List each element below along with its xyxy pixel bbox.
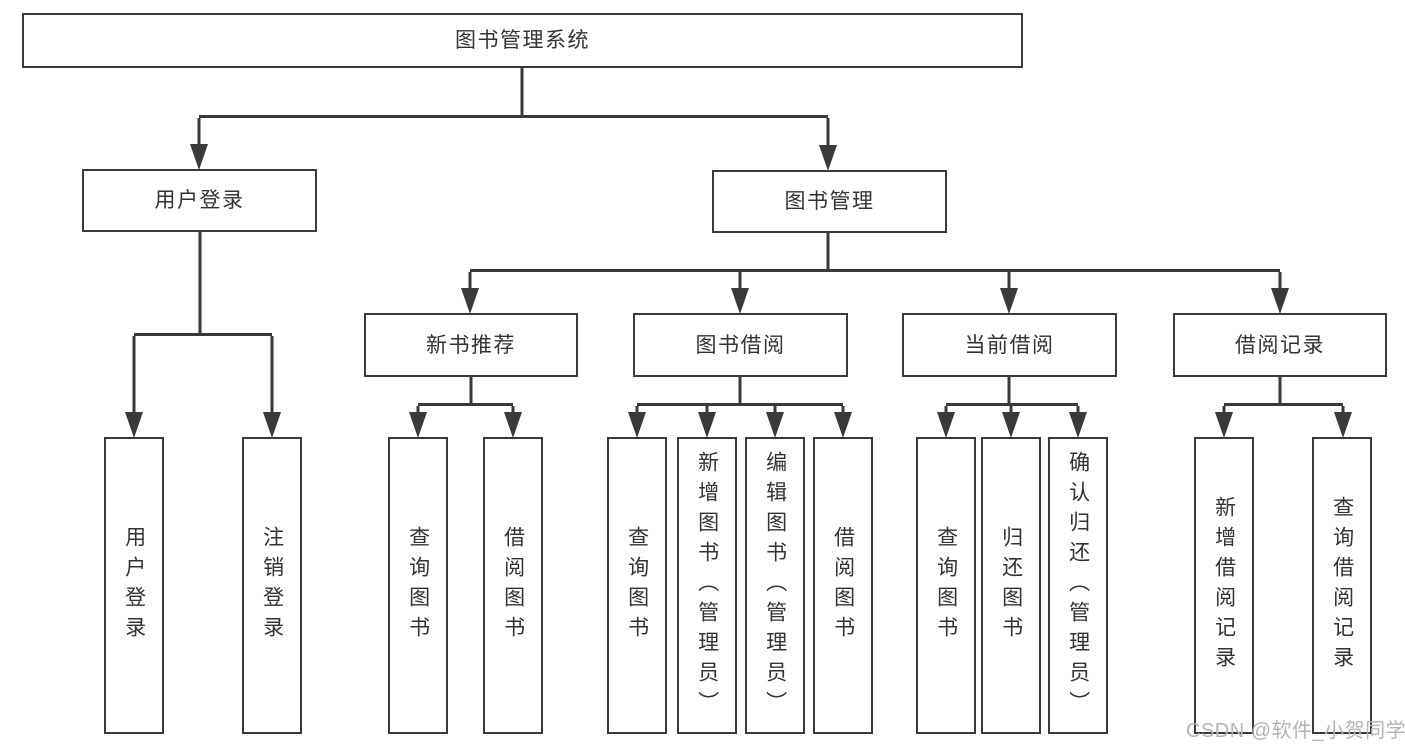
arrow-down-icon [461, 288, 479, 314]
node-book-borrowing: 图书借阅 [633, 313, 848, 377]
leaf-edit-books-admin: 编辑图书（管理员） [745, 437, 805, 734]
arrow-down-icon [1334, 412, 1352, 438]
edges-user-login [125, 231, 281, 438]
leaf-query-books-borrowing: 查询图书 [607, 437, 667, 734]
node-label: 新增图书（管理员） [695, 450, 719, 721]
node-label: 归还图书 [999, 525, 1023, 646]
leaf-query-borrow-record: 查询借阅记录 [1312, 437, 1372, 734]
edges-book-management [461, 232, 1289, 314]
node-label: 借阅图书 [501, 525, 525, 646]
leaf-confirm-return-admin: 确认归还（管理员） [1048, 437, 1108, 734]
node-label: 图书借阅 [695, 333, 786, 357]
edges-root [190, 67, 837, 171]
node-label: 查询图书 [934, 525, 958, 646]
node-label: 查询图书 [625, 525, 649, 646]
leaf-return-books: 归还图书 [981, 437, 1041, 734]
leaf-borrow-books-recommendation: 借阅图书 [483, 437, 543, 734]
node-current-borrowing: 当前借阅 [902, 313, 1117, 377]
node-label: 图书管理系统 [455, 29, 590, 52]
arrow-down-icon [937, 412, 955, 438]
arrow-down-icon [819, 145, 837, 171]
node-label: 查询图书 [406, 525, 430, 646]
arrow-down-icon [504, 412, 522, 438]
arrow-down-icon [125, 412, 143, 438]
edges-new-book-recommendation [409, 376, 522, 438]
node-label: 借阅图书 [831, 525, 855, 646]
watermark-text: CSDN @软件_小贺同学 [1186, 720, 1405, 742]
node-new-book-recommendation: 新书推荐 [364, 313, 578, 377]
arrow-down-icon [190, 144, 208, 170]
arrow-down-icon [263, 412, 281, 438]
arrow-down-icon [409, 412, 427, 438]
node-user-login: 用户登录 [82, 169, 317, 232]
leaf-query-books-recommendation: 查询图书 [388, 437, 448, 734]
arrow-down-icon [1215, 412, 1233, 438]
edges-book-borrowing [628, 376, 852, 438]
node-label: 新增借阅记录 [1212, 495, 1236, 676]
leaf-add-books-admin: 新增图书（管理员） [677, 437, 737, 734]
node-library-management-system: 图书管理系统 [22, 13, 1023, 68]
node-label: 确认归还（管理员） [1066, 450, 1090, 721]
leaf-borrow-books-borrowing: 借阅图书 [813, 437, 873, 734]
node-borrowing-records: 借阅记录 [1173, 313, 1387, 377]
leaf-logout: 注销登录 [242, 437, 302, 734]
node-label: 当前借阅 [964, 333, 1055, 357]
arrow-down-icon [628, 412, 646, 438]
node-label: 查询借阅记录 [1330, 495, 1354, 676]
node-label: 用户登录 [122, 525, 146, 646]
arrow-down-icon [1069, 412, 1087, 438]
edges-current-borrowing [937, 376, 1087, 438]
node-label: 注销登录 [260, 525, 284, 646]
node-label: 用户登录 [154, 189, 245, 212]
edges-borrowing-records [1215, 376, 1352, 438]
leaf-user-login: 用户登录 [104, 437, 164, 734]
arrow-down-icon [731, 288, 749, 314]
arrow-down-icon [1002, 412, 1020, 438]
arrow-down-icon [834, 412, 852, 438]
node-book-management: 图书管理 [712, 170, 947, 233]
arrow-down-icon [698, 412, 716, 438]
node-label: 新书推荐 [426, 333, 516, 357]
arrow-down-icon [1000, 288, 1018, 314]
arrow-down-icon [766, 412, 784, 438]
node-label: 编辑图书（管理员） [763, 450, 787, 721]
node-label: 图书管理 [784, 190, 875, 213]
arrow-down-icon [1271, 288, 1289, 314]
leaf-query-books-current: 查询图书 [916, 437, 976, 734]
node-label: 借阅记录 [1235, 333, 1325, 357]
leaf-add-borrow-record: 新增借阅记录 [1194, 437, 1254, 734]
